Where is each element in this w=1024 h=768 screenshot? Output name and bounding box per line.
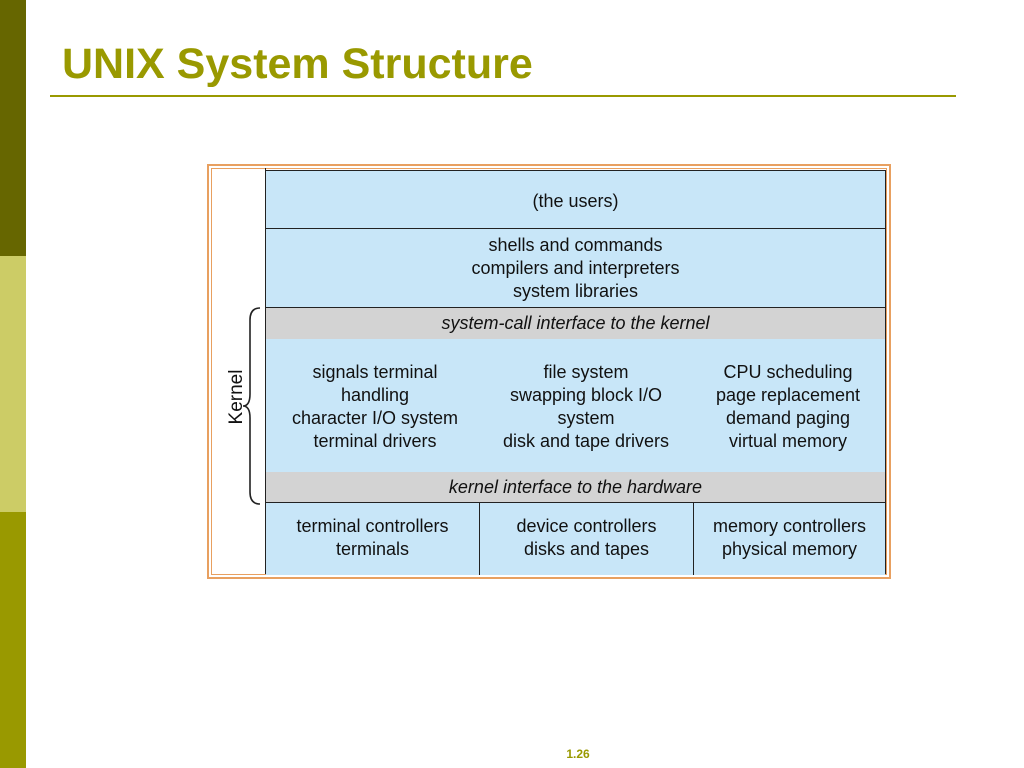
kernel-text: disk and tape drivers xyxy=(502,431,670,451)
layer-kernel: signals terminal handling character I/O … xyxy=(266,339,885,472)
hardware-text: memory controllers xyxy=(712,516,867,536)
libraries-line: system libraries xyxy=(512,281,639,301)
unix-structure-diagram: Kernel (the users) shells and commands c… xyxy=(207,164,891,579)
kernel-column-memory: CPU scheduling page replacement demand p… xyxy=(688,361,888,453)
kernel-column-file-system: file system swapping block I/O system di… xyxy=(484,361,688,453)
hardware-text: disks and tapes xyxy=(523,539,650,559)
kernel-column-divider xyxy=(265,168,266,574)
kernel-text: terminal drivers xyxy=(313,431,437,451)
kernel-text: page replacement xyxy=(715,385,861,405)
syscall-interface-text: system-call interface to the kernel xyxy=(441,313,710,333)
kernel-text: swapping block I/O xyxy=(509,385,663,405)
kernel-text: demand paging xyxy=(725,408,851,428)
hardware-column-terminals: terminal controllers terminals xyxy=(266,503,480,575)
kernel-text: virtual memory xyxy=(728,431,848,451)
compilers-line: compilers and interpreters xyxy=(471,258,680,278)
kernel-brace-icon xyxy=(242,307,261,505)
kernel-text: system xyxy=(557,408,615,428)
kernel-text: handling xyxy=(340,385,410,405)
kernel-column-terminal: signals terminal handling character I/O … xyxy=(266,361,484,453)
page-number: 1.26 xyxy=(566,747,590,761)
slide-title: UNIX System Structure xyxy=(62,40,533,88)
hardware-text: terminals xyxy=(335,539,410,559)
decor-stripe-bottom xyxy=(0,512,26,768)
layer-users: (the users) xyxy=(266,171,885,229)
decor-stripe-top xyxy=(0,0,26,256)
hardware-column-devices: device controllers disks and tapes xyxy=(480,503,694,575)
title-underline xyxy=(50,95,956,97)
users-text: (the users) xyxy=(532,191,619,211)
shells-line: shells and commands xyxy=(488,235,663,255)
layer-stack: (the users) shells and commands compiler… xyxy=(266,170,886,575)
hardware-column-memory: memory controllers physical memory xyxy=(694,503,885,575)
kernel-text: file system xyxy=(543,362,629,382)
hardware-text: physical memory xyxy=(721,539,858,559)
kernel-text: character I/O system xyxy=(291,408,459,428)
layer-hardware: terminal controllers terminals device co… xyxy=(266,503,885,575)
kernel-text: signals terminal xyxy=(312,362,438,382)
hardware-text: terminal controllers xyxy=(296,516,449,536)
kernel-text: CPU scheduling xyxy=(723,362,853,382)
hardware-interface-text: kernel interface to the hardware xyxy=(448,477,703,497)
layer-system-call-interface: system-call interface to the kernel xyxy=(266,308,885,339)
hardware-text: device controllers xyxy=(516,516,657,536)
layer-hardware-interface: kernel interface to the hardware xyxy=(266,472,885,503)
decor-stripe-middle xyxy=(0,256,26,512)
layer-shells-and-commands: shells and commands compilers and interp… xyxy=(266,229,885,308)
